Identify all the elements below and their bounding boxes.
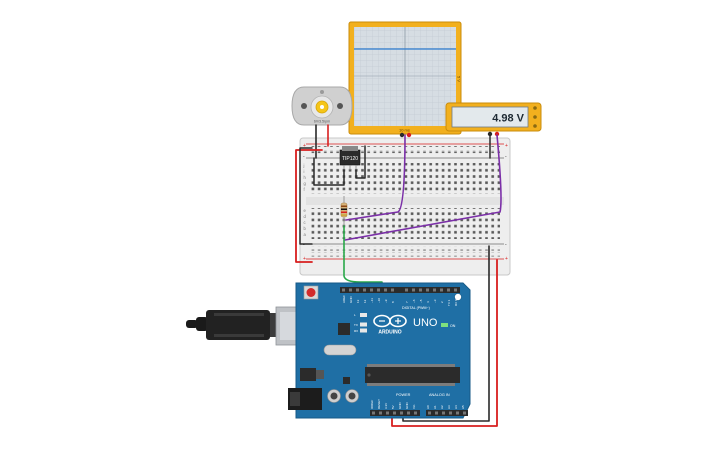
pin-label: A3 — [447, 405, 451, 409]
pin-label: A0 — [426, 405, 430, 409]
svg-text:+: + — [505, 143, 508, 149]
pin-label: RX 0 — [454, 299, 458, 306]
analog-pin-labels: A0 A1 A2 A3 A4 A5 — [426, 405, 465, 409]
led-on-label: ON — [450, 324, 456, 328]
arduino-logo-icon — [373, 314, 407, 328]
pin-label: ~3 — [433, 299, 437, 303]
pin-label: RESET — [377, 399, 381, 409]
pin-label: Vin — [412, 404, 416, 409]
pin-label: A4 — [454, 405, 458, 409]
row-letter: g — [304, 181, 307, 186]
row-letter: a — [304, 232, 307, 237]
arduino-brand: ARDUINO — [378, 330, 401, 336]
pin-label: AREF — [342, 295, 346, 303]
pin-label: ~9 — [384, 299, 388, 303]
led-l-label: L — [354, 313, 356, 317]
svg-text:-: - — [505, 242, 507, 248]
pin-label: ~11 — [370, 298, 374, 303]
led-l — [360, 313, 367, 317]
pin-label: 3.3V — [384, 403, 388, 409]
pin-label: GND — [398, 402, 402, 410]
scope-volt-label: 5 V — [457, 76, 462, 82]
rail-plus-bottom: + — [303, 256, 306, 262]
pin-label: A5 — [461, 405, 465, 409]
motor-rating: 6V/3.5rpm — [314, 120, 330, 124]
svg-text:+: + — [505, 256, 508, 262]
wire-scope-purple[interactable] — [345, 134, 406, 221]
wire-rail-black-left[interactable] — [299, 147, 313, 245]
pin-label: 2 — [440, 301, 444, 303]
wire-signal-green[interactable] — [343, 225, 383, 292]
wire-meter-purple[interactable] — [344, 134, 502, 241]
pin-label: 7 — [405, 301, 409, 303]
wire-rail-red-left[interactable] — [295, 149, 323, 263]
wire-5v-red[interactable] — [391, 259, 498, 427]
row-letter: b — [304, 226, 307, 231]
wire-transistor-black[interactable] — [313, 157, 345, 186]
pin-label: A2 — [440, 405, 444, 409]
scope-probe-negative[interactable] — [399, 132, 405, 138]
row-letter: f — [304, 187, 306, 192]
analog-header-label: ANALOG IN — [429, 393, 450, 397]
pin-label: A1 — [433, 405, 437, 409]
pin-label: GND — [349, 296, 353, 304]
digital-pin-labels: AREF GND 13 12 ~11 ~10 ~9 8 7 ~6 ~5 4 ~3… — [342, 295, 458, 306]
pin-label: ~10 — [377, 298, 381, 303]
rail-minus-bottom: - — [303, 242, 305, 248]
pin-label: GND — [405, 402, 409, 410]
multimeter[interactable]: 4.98 V — [445, 102, 542, 137]
pin-label: 4 — [426, 301, 430, 303]
analog-header[interactable] — [426, 410, 468, 416]
pin-label: 5V — [391, 405, 395, 409]
led-tx — [360, 322, 367, 327]
breadboard-row-letters: j i h g f e d c b a — [303, 163, 307, 237]
arduino-model: UNO — [413, 317, 438, 329]
pin-label: 12 — [363, 299, 367, 303]
row-letter: c — [304, 220, 306, 225]
led-on — [441, 323, 448, 327]
rail-plus-top: + — [303, 143, 306, 149]
pin-label: ~5 — [419, 299, 423, 303]
wire-collector-black[interactable] — [355, 145, 366, 179]
row-letter: h — [304, 175, 307, 180]
row-letter: j — [303, 163, 305, 168]
pin-label: IOREF — [370, 400, 374, 409]
led-rx — [360, 328, 367, 333]
pin-label: 13 — [356, 299, 360, 303]
led-rx-label: RX — [354, 329, 358, 333]
scope-time-label: 10 ms — [399, 128, 410, 133]
microcontroller-chip — [365, 367, 460, 383]
led-tx-label: TX — [354, 323, 358, 327]
tip120-transistor[interactable]: TIP120 — [339, 146, 361, 170]
resistor[interactable] — [340, 196, 348, 226]
transistor-label: TIP120 — [342, 156, 358, 162]
pin-label: TX 1 — [447, 299, 451, 306]
svg-text:-: - — [505, 154, 507, 160]
meter-probe-negative[interactable] — [487, 131, 493, 137]
power-header-label: POWER — [396, 393, 411, 397]
dc-motor[interactable]: 6V/3.5rpm — [291, 86, 353, 126]
row-letter: d — [304, 214, 307, 219]
meter-probe-positive[interactable] — [494, 131, 500, 137]
power-pin-labels: IOREF RESET 3.3V 5V GND GND Vin — [370, 399, 416, 409]
arduino-uno[interactable]: AREF GND 13 12 ~11 ~10 ~9 8 7 ~6 ~5 4 ~3… — [288, 282, 471, 419]
pin-label: 8 — [391, 301, 395, 303]
multimeter-reading: 4.98 V — [492, 113, 524, 125]
oscilloscope[interactable]: 10 ms 5 V — [348, 21, 462, 138]
pin-label: ~6 — [412, 299, 416, 303]
scope-probe-positive[interactable] — [406, 132, 412, 138]
rail-minus-top: - — [303, 154, 305, 160]
digital-header-label: DIGITAL (PWM~) — [402, 306, 430, 310]
row-letter: e — [304, 208, 307, 213]
row-letter: i — [304, 169, 305, 174]
